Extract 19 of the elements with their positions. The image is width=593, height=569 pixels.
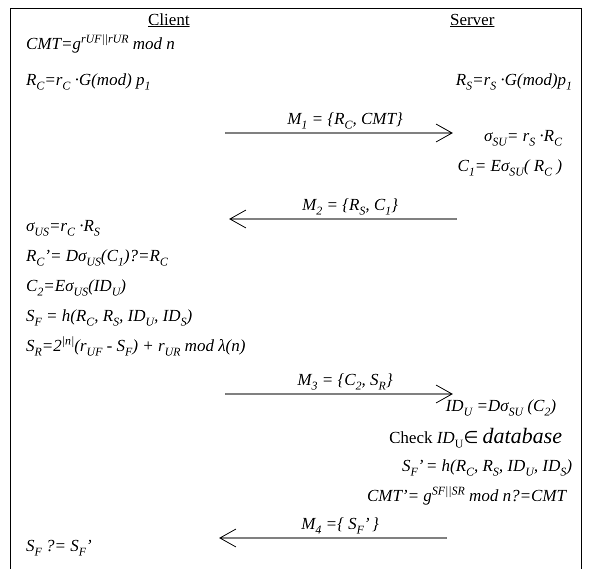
message-label: M$_{2}$ = {R$_{S}$, C$_{1}$}	[301, 195, 399, 215]
formula: R$_{S}$=r$_{S}$ ·G(mod)p$_{1}$	[456, 70, 572, 90]
message-label: M$_{4}$ ={ S$_{F}$’ }	[300, 514, 380, 534]
formula: C$_{1}$= Eσ$_{SU}$( R$_{C}$ )	[458, 156, 562, 176]
formula: S$_{F}$’ = h(R$_{C}$, R$_{S}$, ID$_{U}$, ID$_{S}$)	[402, 456, 572, 476]
formula: ID$_{U}$ =Dσ$_{SU}$ (C$_{2}$)	[446, 396, 556, 416]
check-statement: Check ID$_{U}$∈ database	[389, 426, 562, 448]
formula: C$_{2}$=Eσ$_{US}$(ID$_{U}$)	[26, 276, 126, 296]
formula: R$_{C}$=r$_{C}$ ·G(mod) p$_{1}$	[26, 70, 150, 90]
formula: S$_{F}$ ?= S$_{F}$’	[26, 536, 92, 556]
formula: σ$_{SU}$= r$_{S}$ ·R$_{C}$	[484, 126, 562, 146]
message-label: M$_{3}$ = {C$_{2}$, S$_{R}$}	[296, 370, 394, 390]
formula: R$_{C}$’= Dσ$_{US}$(C$_{1}$)?=R$_{C}$	[26, 246, 168, 266]
message-label: M$_{1}$ = {R$_{C}$, CMT}	[286, 109, 404, 129]
participant-heading: Client	[148, 10, 190, 30]
participant-heading: Server	[450, 10, 494, 30]
formula: σ$_{US}$=r$_{C}$ ·R$_{S}$	[26, 216, 100, 236]
formula: S$_{F}$ = h(R$_{C}$, R$_{S}$, ID$_{U}$, ID$_{S}$)	[26, 306, 192, 326]
formula: S$_{R}$=2$^{|n|}$(r$_{UF}$ - S$_{F}$) + r$_{UR}$ mod λ(n)	[26, 336, 246, 356]
